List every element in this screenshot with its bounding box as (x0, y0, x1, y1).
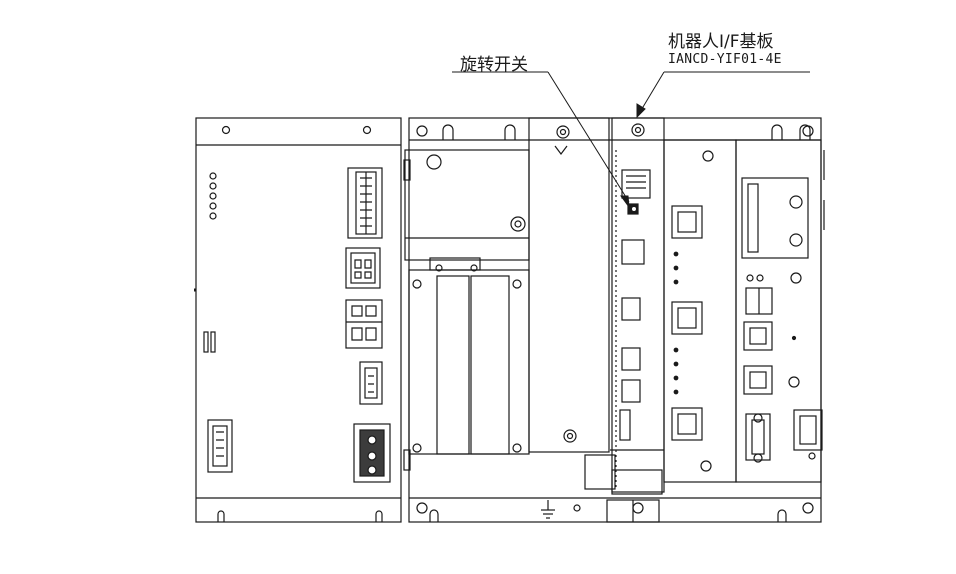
cpu-board (735, 139, 825, 483)
robot-if-board (584, 117, 665, 495)
rotary-switch-cover-plate (528, 117, 610, 453)
terminal-block (353, 423, 391, 483)
connector-block-top (347, 167, 383, 239)
rotary-switch-label: 旋转开关 (460, 55, 528, 75)
callout-lines (452, 71, 810, 209)
connector-block-2 (345, 247, 381, 289)
robot-if-board-model: IANCD-YIF01-4E (668, 52, 782, 67)
connector-block-4 (359, 361, 383, 405)
connector-block-3 (345, 299, 383, 349)
connector-block-5 (207, 419, 233, 473)
network-board (663, 139, 737, 483)
main-chassis (403, 117, 825, 523)
ground-symbol-icon (541, 500, 555, 519)
robot-if-board-label: 机器人I/F基板 (668, 32, 774, 52)
led-indicator-column (209, 172, 217, 220)
left-module (194, 117, 402, 523)
